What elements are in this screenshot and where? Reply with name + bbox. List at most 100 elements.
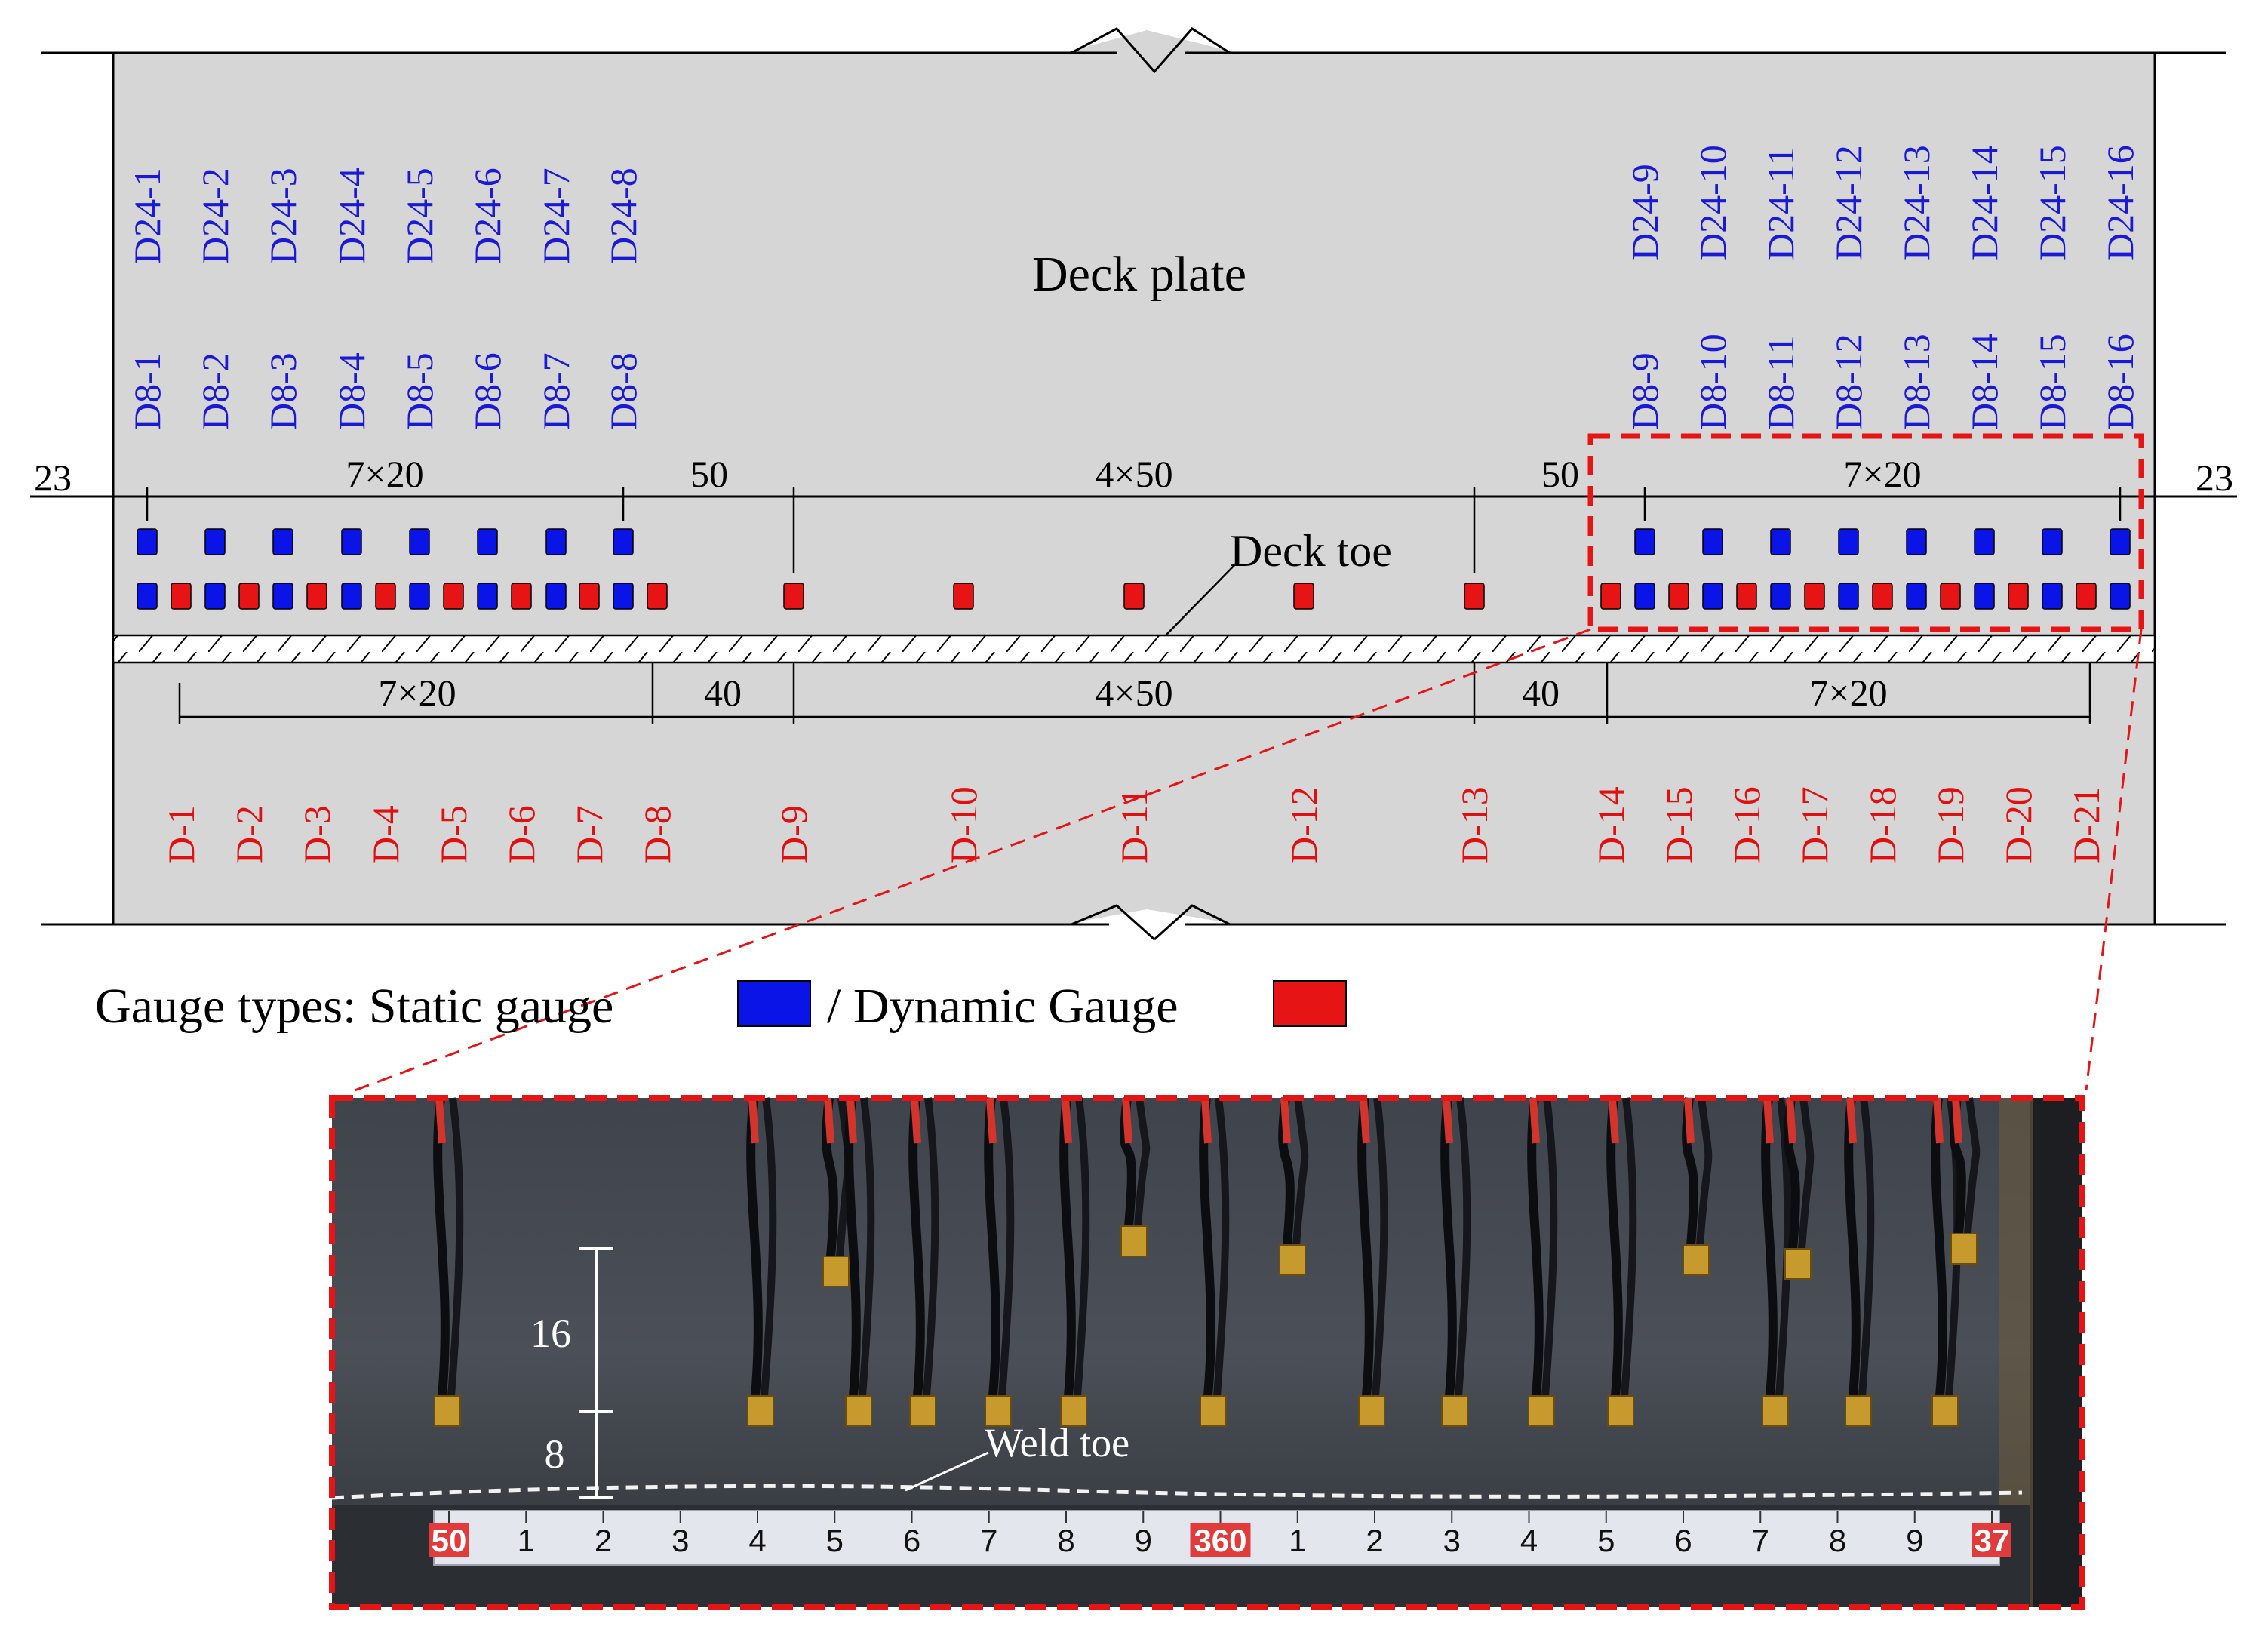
static-gauge-lower — [1838, 583, 1859, 610]
strain-gauge-chip — [1607, 1395, 1634, 1427]
static-gauge-lower — [137, 583, 158, 610]
gauge-markers — [137, 528, 2131, 610]
label-d24: D24-7 — [535, 168, 577, 264]
deck-plate-title: Deck plate — [1032, 247, 1246, 302]
label-dynamic: D-16 — [1726, 786, 1768, 864]
label-dynamic: D-7 — [568, 805, 610, 864]
static-gauge-upper — [204, 528, 226, 555]
static-gauge-upper — [1702, 528, 1723, 555]
zoom-region-box — [1587, 433, 2144, 632]
strain-gauge-chip — [1120, 1225, 1148, 1257]
label-dynamic: D-20 — [1997, 786, 2039, 864]
label-d8: D8-2 — [194, 352, 236, 430]
deck-plate-drawing: Deck plate 23 7×20 50 4×50 50 7×20 23 — [30, 27, 2237, 941]
strain-gauge-chip — [1528, 1395, 1555, 1427]
ruler-number: 9 — [1906, 1523, 1923, 1558]
ruler-number: 4 — [1520, 1523, 1538, 1558]
ruler-highlight — [1972, 1523, 2011, 1557]
photo-dim-lower: 8 — [545, 1431, 565, 1477]
ruler-number: 1 — [518, 1523, 535, 1558]
bottom-dim-seg2: 40 — [704, 672, 742, 714]
label-dynamic: D-14 — [1590, 786, 1632, 864]
ruler-highlight — [429, 1523, 469, 1557]
strain-gauge-chip — [1762, 1395, 1789, 1427]
strain-gauge-chip — [1683, 1244, 1710, 1276]
wire-sleeve — [1122, 1097, 1132, 1144]
wire-sleeve — [847, 1097, 857, 1144]
dynamic-gauge — [1804, 583, 1825, 610]
label-dynamic: D-17 — [1793, 786, 1836, 864]
bottom-dim-seg1: 7×20 — [378, 672, 456, 714]
static-gauge-upper — [2042, 528, 2063, 555]
label-dynamic: D-6 — [500, 805, 542, 864]
legend-dynamic-text: / Dynamic Gauge — [827, 979, 1179, 1034]
strain-gauge-chip — [1950, 1233, 1978, 1265]
label-d8: D8-12 — [1827, 334, 1870, 430]
static-gauge-lower — [1770, 583, 1791, 610]
gauge-wire — [1213, 1097, 1230, 1397]
gauge-wire — [1858, 1097, 1875, 1397]
bottom-dim-seg4: 40 — [1522, 672, 1560, 714]
bottom-dim-seg3: 4×50 — [1095, 672, 1172, 714]
static-gauge-upper — [1634, 528, 1655, 555]
dynamic-gauge — [1600, 583, 1621, 610]
label-dynamic: D-5 — [432, 805, 475, 864]
legend-static-text: Gauge types: Static gauge — [95, 979, 613, 1034]
wire-sleeve — [1763, 1097, 1774, 1144]
static-gauge-lower — [272, 583, 293, 610]
static-gauge-lower — [409, 583, 430, 610]
wire-sleeve — [1443, 1097, 1453, 1144]
wire-sleeve — [435, 1097, 446, 1144]
label-d24: D24-6 — [466, 168, 509, 264]
strain-gauge-chip — [1931, 1395, 1959, 1427]
label-d24: D24-12 — [1827, 145, 1870, 260]
static-gauge-upper — [477, 528, 498, 555]
wire-sleeve — [748, 1097, 759, 1144]
label-dynamic: D-9 — [773, 805, 815, 864]
dynamic-gauge — [306, 583, 327, 610]
static-gauge-lower — [1974, 583, 1995, 610]
ruler-number: 37 — [1975, 1523, 2010, 1558]
label-d8: D8-3 — [262, 352, 304, 430]
dynamic-gauge — [1668, 583, 1689, 610]
wire-sleeve — [824, 1097, 834, 1144]
dynamic-gauge — [511, 583, 532, 610]
label-d24: D24-4 — [330, 168, 373, 264]
ruler-number: 1 — [1289, 1523, 1306, 1558]
static-gauge-upper — [1838, 528, 1859, 555]
wire-sleeve — [1786, 1097, 1796, 1144]
ruler-number: 6 — [1674, 1523, 1692, 1558]
strain-gauge-chip — [1358, 1395, 1385, 1427]
legend: Gauge types: Static gauge / Dynamic Gaug… — [95, 979, 1347, 1034]
label-d8: D8-16 — [2099, 334, 2141, 430]
static-gauge-upper — [137, 528, 158, 555]
strain-gauge-chip — [1845, 1395, 1872, 1427]
label-d24: D24-8 — [602, 168, 644, 264]
ruler-number: 5 — [826, 1523, 844, 1558]
dynamic-gauge — [1940, 583, 1961, 610]
label-dynamic: D-10 — [942, 786, 985, 864]
label-d8: D8-8 — [602, 352, 644, 430]
label-dynamic: D-18 — [1861, 786, 1904, 864]
wire-sleeve — [986, 1097, 997, 1144]
ruler-number: 7 — [1752, 1523, 1769, 1558]
dynamic-gauge — [783, 583, 804, 610]
static-gauge-lower — [1906, 583, 1927, 610]
gauge-wire — [447, 1097, 464, 1397]
dynamic-gauge — [1123, 583, 1145, 610]
ruler-number: 360 — [1194, 1523, 1246, 1558]
static-gauge-lower — [2110, 583, 2131, 610]
dynamic-gauge — [1293, 583, 1314, 610]
label-d24: D24-2 — [194, 168, 236, 264]
top-dim-seg4: 50 — [1541, 453, 1579, 495]
dynamic-gauge — [579, 583, 600, 610]
wire-sleeve — [1846, 1097, 1857, 1144]
gauge-wire — [1696, 1097, 1713, 1246]
wire-sleeve — [1062, 1097, 1072, 1144]
gauge-wire — [923, 1097, 939, 1397]
ruler-number: 8 — [1829, 1523, 1846, 1558]
ruler-number: 6 — [903, 1523, 920, 1558]
label-d24: D24-1 — [126, 168, 168, 264]
deck-toe-leader — [1165, 561, 1238, 636]
